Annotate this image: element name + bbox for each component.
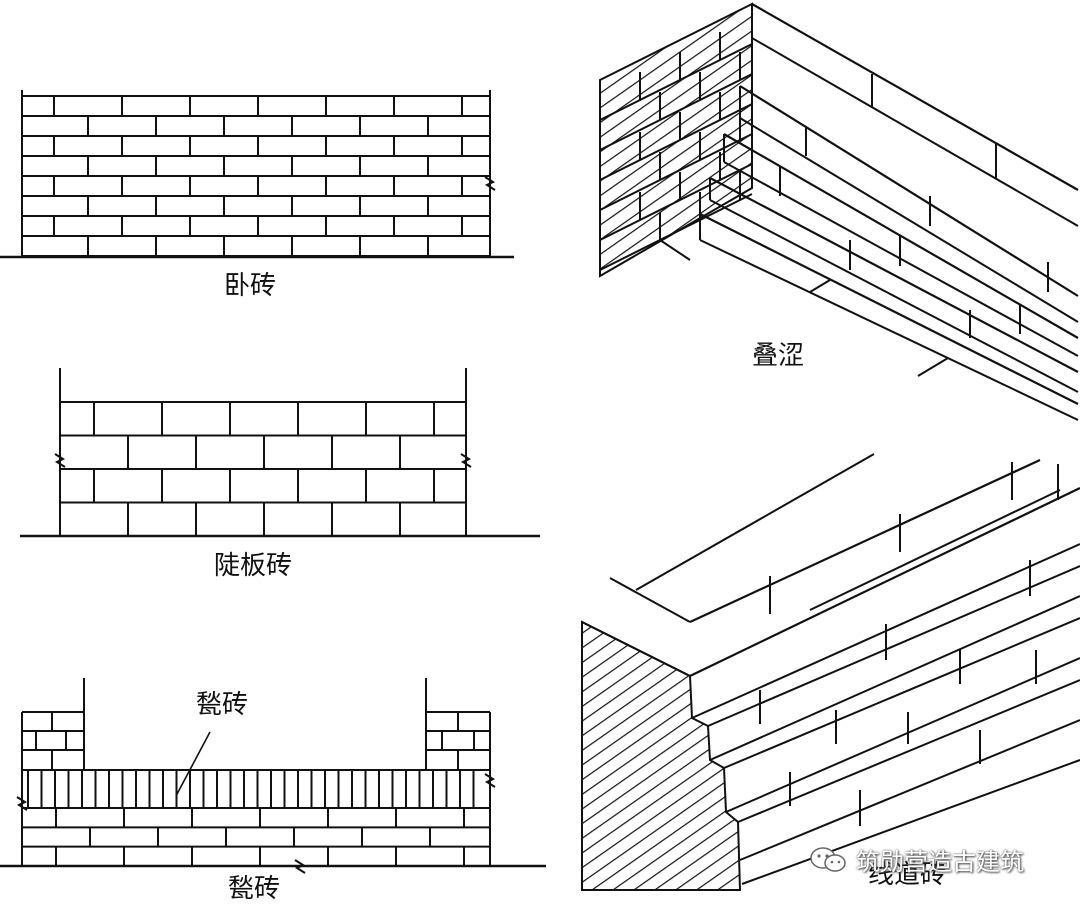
cut-course bbox=[599, 133, 753, 211]
break-mark bbox=[16, 796, 28, 811]
corbel-underside bbox=[751, 37, 1079, 227]
course-line bbox=[725, 657, 1080, 813]
watermark-text: 筑勋营造古建筑 bbox=[856, 848, 1024, 876]
cut-course bbox=[599, 73, 753, 151]
corbel-edge bbox=[739, 85, 1079, 297]
qi-zhuan-panel bbox=[0, 678, 546, 874]
corbel-edge bbox=[699, 213, 1079, 405]
label-dou-ban-zhuan: 陡板砖 bbox=[214, 551, 293, 581]
cap-line bbox=[609, 577, 691, 623]
corbel-edge bbox=[751, 3, 1079, 191]
break-mark bbox=[484, 176, 496, 191]
break-mark bbox=[54, 453, 66, 468]
break-mark bbox=[484, 773, 496, 788]
label-xian-dao-zhuan: 线道砖 bbox=[868, 860, 947, 890]
wo-zhuan-panel bbox=[0, 90, 514, 259]
course-line bbox=[737, 679, 1080, 823]
wechat-icon bbox=[810, 846, 846, 872]
cut-course bbox=[599, 103, 753, 181]
parapet-line bbox=[809, 489, 1061, 611]
cap-front bbox=[581, 621, 691, 677]
base-line bbox=[699, 239, 1079, 421]
label-die-se: 叠涩 bbox=[752, 341, 805, 371]
leader-line bbox=[175, 731, 211, 797]
label-qi-zhuan: 甃砖 bbox=[228, 874, 281, 904]
course-line bbox=[739, 719, 1080, 861]
xian-dao-zhuan-panel bbox=[581, 453, 1080, 891]
cut-wall-hatch bbox=[599, 2, 753, 278]
cap-top-front bbox=[689, 487, 1080, 677]
cap-back-edge bbox=[635, 453, 875, 591]
dou-ban-zhuan-panel bbox=[20, 368, 540, 538]
label-qi-zhuan-pointer: 甃砖 bbox=[196, 690, 249, 720]
corbel-edge bbox=[709, 177, 1079, 373]
corbel-underside bbox=[709, 199, 1079, 393]
cut-course bbox=[599, 43, 753, 121]
watermark: 筑勋营造古建筑 bbox=[808, 842, 1024, 877]
base-tick bbox=[917, 357, 949, 377]
course-line bbox=[709, 595, 1080, 761]
course-line bbox=[741, 759, 1080, 885]
cap-top-edge bbox=[689, 459, 1041, 623]
break-mark bbox=[294, 859, 306, 874]
cut-course bbox=[599, 163, 753, 241]
die-se-panel bbox=[599, 2, 1079, 421]
course-line bbox=[723, 617, 1080, 769]
break-mark bbox=[460, 453, 472, 468]
corbel-underside bbox=[739, 117, 1079, 323]
cut-course bbox=[599, 193, 753, 271]
label-wo-zhuan: 卧砖 bbox=[224, 271, 277, 301]
base-tick bbox=[809, 279, 831, 293]
course-line bbox=[707, 565, 1080, 727]
base-tick bbox=[659, 239, 691, 261]
